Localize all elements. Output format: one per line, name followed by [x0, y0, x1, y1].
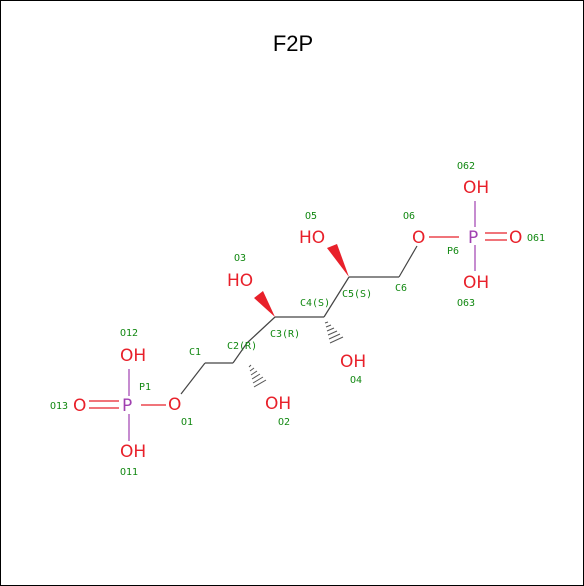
- atom-o12: OH: [120, 346, 146, 366]
- atom-o1: O: [168, 395, 181, 415]
- bond-c1-o1: [180, 362, 206, 395]
- hash-c4-o4: [324, 321, 344, 344]
- atom-o13: O: [73, 396, 86, 416]
- label-o13: O13: [50, 401, 68, 412]
- label-c1: C1: [189, 347, 201, 358]
- label-p1: P1: [139, 382, 151, 393]
- atom-o61: O: [509, 228, 522, 248]
- bond-c5-c6: [323, 276, 350, 318]
- label-p6: P6: [447, 246, 459, 257]
- label-o12: O12: [120, 328, 138, 339]
- label-o63: O63: [457, 298, 475, 309]
- label-c6: C6: [395, 283, 407, 294]
- label-o62: O62: [457, 161, 475, 172]
- label-o5: O5: [305, 211, 317, 222]
- label-c5: C5(S): [342, 289, 372, 300]
- label-o3: O3: [234, 253, 246, 264]
- hash-c2-o2: [248, 364, 267, 388]
- label-o1: O1: [181, 417, 193, 428]
- atom-o5: HO: [299, 228, 325, 248]
- label-o61: O61: [527, 233, 545, 244]
- atom-o11: OH: [120, 442, 146, 462]
- atom-o4: OH: [340, 352, 366, 372]
- wedge-c5-o5: [327, 244, 349, 277]
- wedge-c3-o3: [254, 291, 275, 317]
- label-o11: O11: [120, 467, 138, 478]
- atom-o2: OH: [265, 394, 291, 414]
- label-c4: C4(S): [300, 298, 330, 309]
- atom-o6: O: [412, 228, 425, 248]
- atom-p6: P: [468, 228, 478, 248]
- bond-c6-o6: [398, 245, 418, 278]
- label-o4: O4: [350, 375, 362, 386]
- atom-layer: HO HO OH OH O O P P OH OH O OH OH O: [73, 178, 522, 462]
- bond-layer: [89, 201, 507, 441]
- label-c2: C2(R): [227, 341, 257, 352]
- atom-p1: P: [122, 396, 132, 416]
- label-c3: C3(R): [270, 329, 300, 340]
- label-o2: O2: [278, 417, 290, 428]
- atom-o3: HO: [227, 271, 253, 291]
- bond-c3-c4: [246, 316, 276, 344]
- label-o6: O6: [403, 211, 415, 222]
- molecule-title: F2P: [273, 31, 313, 56]
- bond-c2-c3: [232, 342, 248, 364]
- atom-o62: OH: [463, 178, 489, 198]
- atom-o63: OH: [463, 273, 489, 293]
- atom-label-layer: C1 C2(R) C3(R) C4(S) C5(S) C6 O1 O2 O3 O…: [50, 161, 545, 478]
